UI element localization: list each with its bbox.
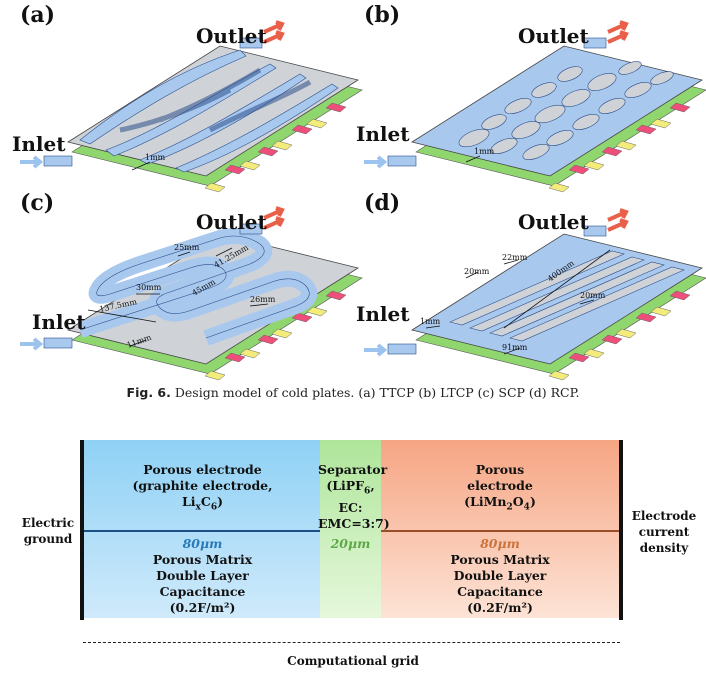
panel-label: (a) <box>20 2 56 28</box>
cold-plate-scp-diagram: 25mm 41.25mm 30mm 45mm 137.5mm 26mm 11mm <box>20 206 363 381</box>
negative-properties: Porous Matrix Double Layer Capacitance (… <box>152 552 253 615</box>
outlet-label: Outlet <box>196 210 267 234</box>
caption-text: Design model of cold plates. (a) TTCP (b… <box>174 385 580 400</box>
electric-ground-label: Electric ground <box>21 516 75 546</box>
positive-divider-line <box>381 530 620 532</box>
dim-label: 30mm <box>136 283 162 292</box>
negative-electrode-title: Porous electrode (graphite electrode, Li… <box>132 462 273 513</box>
dim-label: 1mm <box>474 147 495 156</box>
separator-title: Separator (LiPF6, EC: EMC=3:7) <box>318 462 390 531</box>
dim-label: 26mm <box>250 295 276 304</box>
positive-electrode-region <box>381 440 620 618</box>
panel-b: 1mm (b) Outlet Inlet <box>354 2 706 193</box>
outlet-label: Outlet <box>518 210 589 234</box>
tab-row <box>204 290 347 381</box>
computational-grid-label: Computational grid <box>287 654 419 668</box>
electrode-current-density-label: Electrode current density <box>631 509 697 555</box>
panel-label: (c) <box>20 190 55 216</box>
caption-prefix: Fig. 6. <box>126 385 171 400</box>
negative-thickness: 80μm <box>182 536 223 551</box>
computational-grid-line <box>83 642 620 643</box>
panel-d: 20mm 22mm 400mm 20mm 1mm 91mm (d) Outlet… <box>354 190 706 381</box>
panel-label: (d) <box>364 190 401 216</box>
cold-plate-ltcp-diagram: 1mm <box>364 20 706 193</box>
panel-c: 25mm 41.25mm 30mm 45mm 137.5mm 26mm 11mm… <box>10 190 363 381</box>
inlet-label: Inlet <box>12 132 66 156</box>
dim-label: 25mm <box>174 243 200 252</box>
right-boundary <box>619 440 623 620</box>
cold-plate-rcp-diagram: 20mm 22mm 400mm 20mm 1mm 91mm <box>364 208 706 381</box>
separator-thickness: 20μm <box>330 536 371 551</box>
dim-label: 20mm <box>464 267 490 276</box>
dim-label: 20mm <box>580 291 606 300</box>
dim-label: 1mm <box>420 317 441 326</box>
separator-region <box>320 440 381 618</box>
tab-row <box>548 102 691 193</box>
negative-divider-line <box>83 530 320 532</box>
positive-thickness: 80μm <box>480 536 520 551</box>
inlet-label: Inlet <box>356 302 410 326</box>
inlet-label: Inlet <box>356 122 410 146</box>
negative-electrode-region <box>83 440 320 618</box>
positive-properties: Porous Matrix Double Layer Capacitance (… <box>450 552 550 615</box>
tab-row <box>548 290 691 381</box>
inlet-label: Inlet <box>32 310 86 334</box>
tab-row <box>204 102 347 193</box>
cold-plate-ttcp-diagram: 1mm <box>20 20 363 193</box>
dim-label: 91mm <box>502 343 528 352</box>
panel-label: (b) <box>364 2 401 28</box>
left-boundary <box>80 440 84 620</box>
dim-label: 22mm <box>502 253 528 262</box>
panel-a: 1mm (a) Outlet Inlet <box>10 2 363 193</box>
outlet-label: Outlet <box>518 24 589 48</box>
positive-electrode-title: Porous electrode (LiMn2O4) <box>464 462 536 513</box>
figure-caption: Fig. 6. Design model of cold plates. (a)… <box>0 385 706 400</box>
outlet-label: Outlet <box>196 24 267 48</box>
dim-label: 1mm <box>145 153 166 162</box>
